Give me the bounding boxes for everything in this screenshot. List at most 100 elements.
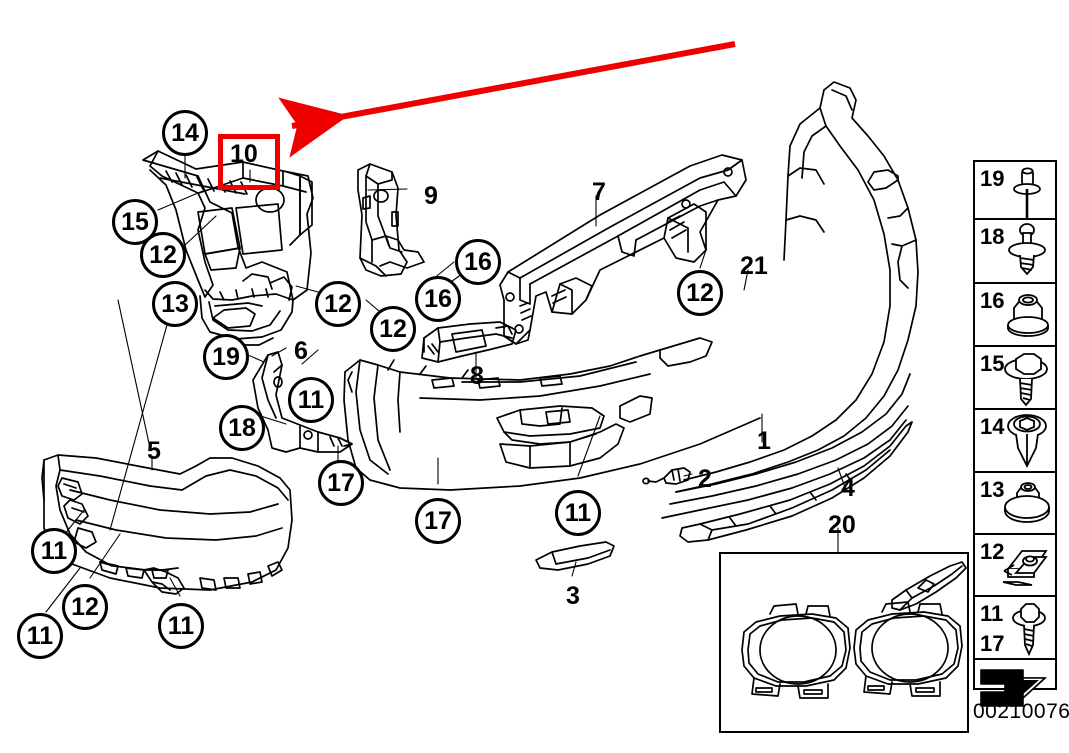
callout-12-b[interactable]: 12 xyxy=(315,281,361,327)
part-5-left-corner-cover xyxy=(41,454,293,595)
callout-label: 6 xyxy=(294,337,308,365)
callout-16-a[interactable]: 16 xyxy=(455,239,501,285)
callout-label: 4 xyxy=(841,474,855,502)
legend-number: 16 xyxy=(980,288,1005,313)
callout-label: 12 xyxy=(686,278,714,307)
rivet-pin-icon xyxy=(1013,167,1041,218)
part-4-lower-molding xyxy=(679,421,913,543)
legend-cell-14[interactable]: 14 xyxy=(975,410,1055,473)
callout-17-b[interactable]: 17 xyxy=(415,498,461,544)
callout-20[interactable]: 20 xyxy=(828,513,856,538)
callout-6[interactable]: 6 xyxy=(294,339,308,364)
callout-label: 2 xyxy=(698,465,712,493)
callout-4[interactable]: 4 xyxy=(841,476,855,501)
callout-18[interactable]: 18 xyxy=(219,405,265,451)
callout-7[interactable]: 7 xyxy=(592,180,606,205)
callout-12-d[interactable]: 12 xyxy=(677,270,723,316)
legend-number: 12 xyxy=(980,539,1005,564)
part-2-small-clip xyxy=(642,467,691,485)
part-1-bumper-cover-center xyxy=(343,337,761,491)
callout-label: 20 xyxy=(828,511,856,539)
callout-1[interactable]: 1 xyxy=(757,429,771,454)
callout-21[interactable]: 21 xyxy=(740,254,768,279)
callout-label: 12 xyxy=(324,289,352,318)
callout-label: 11 xyxy=(26,621,54,650)
group-box-part-20 xyxy=(719,552,969,733)
hex-flange-screw-icon xyxy=(1004,353,1048,407)
legend-number: 15 xyxy=(980,351,1005,376)
part-8-lower-support xyxy=(421,321,517,363)
callout-14[interactable]: 14 xyxy=(162,110,208,156)
callout-label: 17 xyxy=(327,468,355,497)
callout-17-a[interactable]: 17 xyxy=(318,460,364,506)
callout-label: 13 xyxy=(161,289,189,318)
callout-12-c[interactable]: 12 xyxy=(370,306,416,352)
callout-label: 9 xyxy=(424,182,438,210)
callout-8[interactable]: 8 xyxy=(470,364,484,389)
callout-label: 11 xyxy=(297,385,325,414)
callout-label: 17 xyxy=(424,506,452,535)
callout-11-a[interactable]: 11 xyxy=(288,377,334,423)
highlight-box-callout-10 xyxy=(218,134,280,190)
legend-cell-18[interactable]: 18 xyxy=(975,220,1055,284)
callout-11-d[interactable]: 11 xyxy=(158,603,204,649)
view-direction-arrow-icon xyxy=(980,669,1048,707)
leader-lines xyxy=(45,155,847,613)
legend-cell-19[interactable]: 19 xyxy=(975,162,1055,220)
red-annotation-arrow xyxy=(278,41,736,158)
legend-cell-15[interactable]: 15 xyxy=(975,347,1055,410)
part-7-impact-beam xyxy=(499,154,747,345)
clip-nut-plate-icon xyxy=(1002,550,1048,586)
legend-cell-12[interactable]: 12 xyxy=(975,535,1055,597)
callout-11-b[interactable]: 11 xyxy=(555,490,601,536)
callout-11-e[interactable]: 11 xyxy=(17,613,63,659)
legend-cell-11-17[interactable]: 11 17 xyxy=(975,597,1055,660)
callout-3[interactable]: 3 xyxy=(566,584,580,609)
callout-label: 11 xyxy=(167,611,195,640)
callout-13[interactable]: 13 xyxy=(152,281,198,327)
legend-number: 13 xyxy=(980,477,1005,502)
callout-label: 3 xyxy=(566,582,580,610)
legend-cell-13[interactable]: 13 xyxy=(975,473,1055,535)
legend-number-secondary: 17 xyxy=(980,631,1005,656)
legend-cell-16[interactable]: 16 xyxy=(975,284,1055,347)
legend-number-primary: 11 xyxy=(980,601,1004,626)
collar-nut-icon xyxy=(1004,482,1050,523)
callout-10[interactable]: 10 xyxy=(230,142,258,167)
callout-12-a[interactable]: 12 xyxy=(140,232,186,278)
callout-label: 19 xyxy=(212,342,240,371)
callout-5[interactable]: 5 xyxy=(147,439,161,464)
callout-19[interactable]: 19 xyxy=(203,334,249,380)
callout-16-b[interactable]: 16 xyxy=(415,276,461,322)
callout-label: 11 xyxy=(564,498,592,527)
callout-label: 15 xyxy=(121,207,149,236)
hex-flange-tapping-screw-icon xyxy=(1012,603,1046,657)
callout-label: 14 xyxy=(171,118,199,147)
push-clip-icon xyxy=(1007,414,1047,469)
part-3-reflector xyxy=(535,541,615,571)
callout-12-e[interactable]: 12 xyxy=(62,584,108,630)
callout-label: 18 xyxy=(228,413,256,442)
legend-number: 14 xyxy=(980,414,1005,439)
callout-label: 8 xyxy=(470,362,484,390)
callout-label: 21 xyxy=(740,252,768,280)
part-20-fog-grille-set xyxy=(741,561,967,699)
legend-number: 18 xyxy=(980,224,1005,249)
callout-2[interactable]: 2 xyxy=(698,467,712,492)
part-9-bracket xyxy=(357,163,425,277)
part-6-side-guide xyxy=(252,351,353,453)
callout-label: 10 xyxy=(230,140,258,168)
callout-11-c[interactable]: 11 xyxy=(31,528,77,574)
callout-label: 12 xyxy=(149,240,177,269)
legend-number: 19 xyxy=(980,166,1005,191)
callout-label: 12 xyxy=(379,314,407,343)
legend-cell-view-arrow xyxy=(975,660,1055,715)
callout-label: 12 xyxy=(71,592,99,621)
diagram-part-number: 00210076 xyxy=(973,700,1069,723)
callout-9[interactable]: 9 xyxy=(424,184,438,209)
callout-label: 1 xyxy=(757,427,771,455)
callout-label: 11 xyxy=(40,536,68,565)
expanding-rivet-icon xyxy=(1008,223,1046,276)
fastener-legend-sidebar: 19 18 xyxy=(973,160,1057,707)
